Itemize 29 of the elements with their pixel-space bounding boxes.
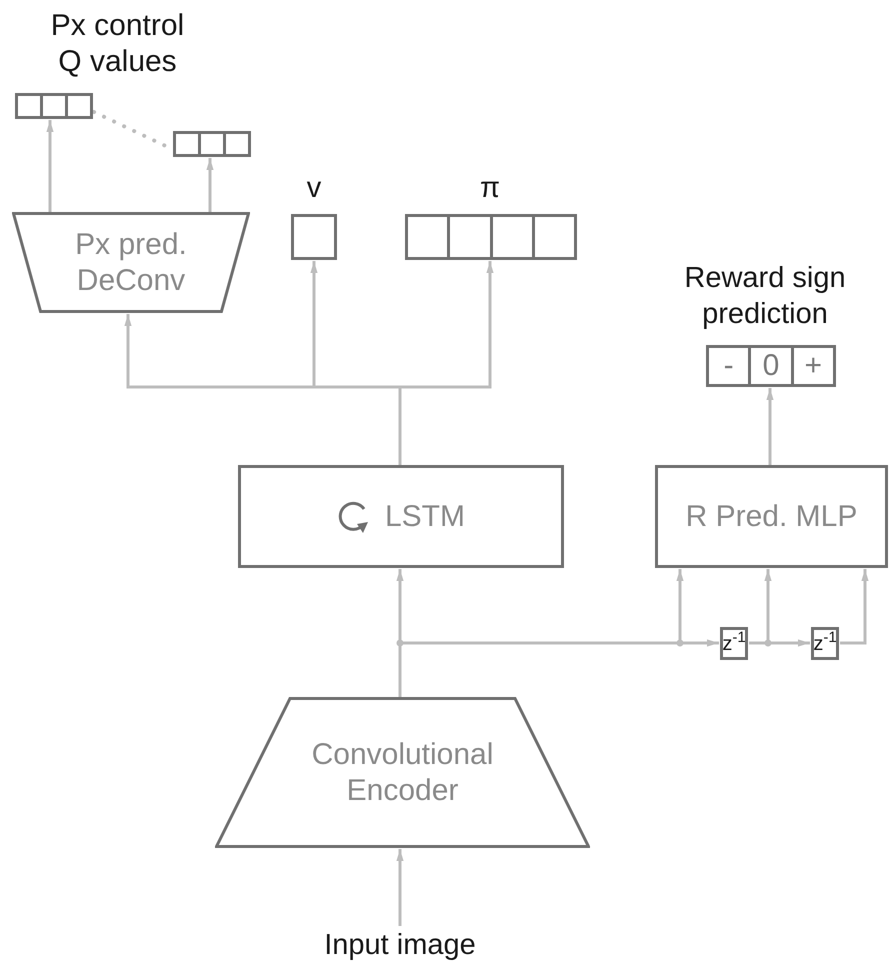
arrow bbox=[398, 261, 494, 465]
input-label: Input image bbox=[290, 926, 510, 964]
reward-sign-vector bbox=[706, 345, 836, 387]
block-label: Px pred. DeConv bbox=[74, 226, 188, 298]
output-label: Reward sign prediction bbox=[683, 261, 847, 332]
block-label: Convolutional Encoder bbox=[310, 736, 494, 808]
output-label: Px control Q values bbox=[50, 8, 186, 80]
arrow bbox=[840, 569, 869, 644]
q-value-vector bbox=[173, 131, 251, 157]
block-label: R Pred. MLP bbox=[686, 502, 858, 532]
arrow bbox=[206, 158, 214, 212]
output-label: π bbox=[478, 171, 501, 206]
output-label: v bbox=[306, 171, 322, 206]
value-output-cell bbox=[291, 214, 337, 260]
deconv-trapezoid bbox=[12, 212, 250, 313]
sign-symbol: - bbox=[724, 351, 734, 381]
block-label: LSTM bbox=[384, 502, 465, 532]
q-value-vector bbox=[15, 93, 93, 119]
sign-symbol: + bbox=[804, 351, 822, 381]
arrow bbox=[766, 388, 774, 465]
policy-output-vector bbox=[405, 214, 577, 260]
delay-box: z$^{-1}$ bbox=[720, 627, 748, 660]
arrow bbox=[46, 120, 54, 212]
mlp-box bbox=[655, 465, 888, 568]
delay-box: z$^{-1}$ bbox=[811, 627, 839, 660]
arrow bbox=[396, 849, 404, 926]
sign-symbol: 0 bbox=[762, 351, 780, 381]
lstm-box bbox=[238, 465, 564, 568]
encoder-trapezoid bbox=[215, 697, 590, 848]
